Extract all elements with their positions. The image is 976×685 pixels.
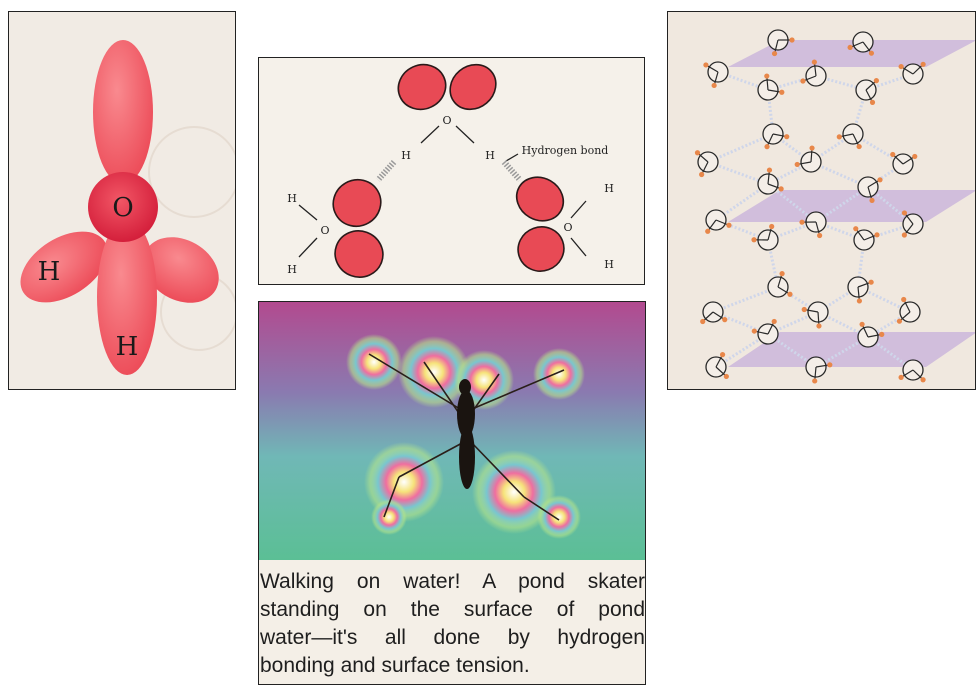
water-molecule <box>899 62 926 84</box>
hydrogen-bond-right <box>504 162 520 180</box>
water-molecule <box>768 271 793 297</box>
water-molecule <box>695 150 718 177</box>
top-oxygen-label: O <box>442 114 451 127</box>
top-lone-pair-left <box>391 58 453 117</box>
top-left-hydrogen-label: H <box>401 149 411 162</box>
top-right-hydrogen-label: H <box>485 149 495 162</box>
water-molecule <box>890 152 917 174</box>
caption-line-2: standing on the surface of pond <box>260 596 645 624</box>
caption-line-1: Walking on water! A pond skater <box>260 568 645 596</box>
caption-line-3: water—it's all done by hydrogen <box>260 624 645 652</box>
right-upper-hydrogen-label: H <box>604 182 614 195</box>
water-molecule <box>703 62 728 88</box>
left-oxygen-label: O <box>320 224 329 237</box>
water-molecule-panel: O H H <box>8 11 236 390</box>
top-lone-pair-right <box>441 58 505 119</box>
left-lower-hydrogen-label: H <box>287 263 297 276</box>
water-molecule <box>706 352 729 379</box>
hydrogen-bond-label: Hydrogen bond <box>522 144 609 157</box>
water-molecule <box>758 167 784 194</box>
water-molecule-illustration: O H H <box>9 12 236 390</box>
water-molecule <box>763 124 789 149</box>
hydrogen-left-label: H <box>38 257 61 287</box>
hydrogen-bond-diagram-panel: O H H O H H O H H Hydrogen bond <box>258 57 645 285</box>
lone-pair-lobe-top <box>93 40 153 184</box>
left-upper-hydrogen-label: H <box>287 192 297 205</box>
pond-skater-caption: Walking on water! A pond skater standing… <box>259 568 646 680</box>
left-lone-pair-lower <box>329 224 390 284</box>
water-molecule <box>897 297 920 324</box>
hydrogen-bond-left <box>378 162 394 180</box>
water-molecule <box>705 210 731 234</box>
ice-lattice-panel <box>667 11 976 390</box>
caption-line-4: bonding and surface tension. <box>260 652 645 680</box>
water-molecule <box>853 226 879 250</box>
hydrogen-bond-diagram: O H H O H H O H H Hydrogen bond <box>259 58 645 285</box>
water-molecule <box>856 78 879 105</box>
pond-skater-photo <box>259 302 646 560</box>
pond-skater-panel: Walking on water! A pond skater standing… <box>258 301 646 685</box>
water-molecule <box>751 224 778 250</box>
ice-crystal-lattice <box>668 12 976 390</box>
hydrogen-bottom-label: H <box>116 332 139 362</box>
water-molecule <box>837 124 863 149</box>
right-oxygen-label: O <box>563 221 572 234</box>
oxygen-label: O <box>112 193 133 223</box>
left-lone-pair-upper <box>325 171 390 235</box>
water-molecule <box>700 302 727 324</box>
right-lower-hydrogen-label: H <box>604 258 614 271</box>
water-molecule <box>848 277 874 304</box>
right-lone-pair-lower <box>512 220 570 277</box>
